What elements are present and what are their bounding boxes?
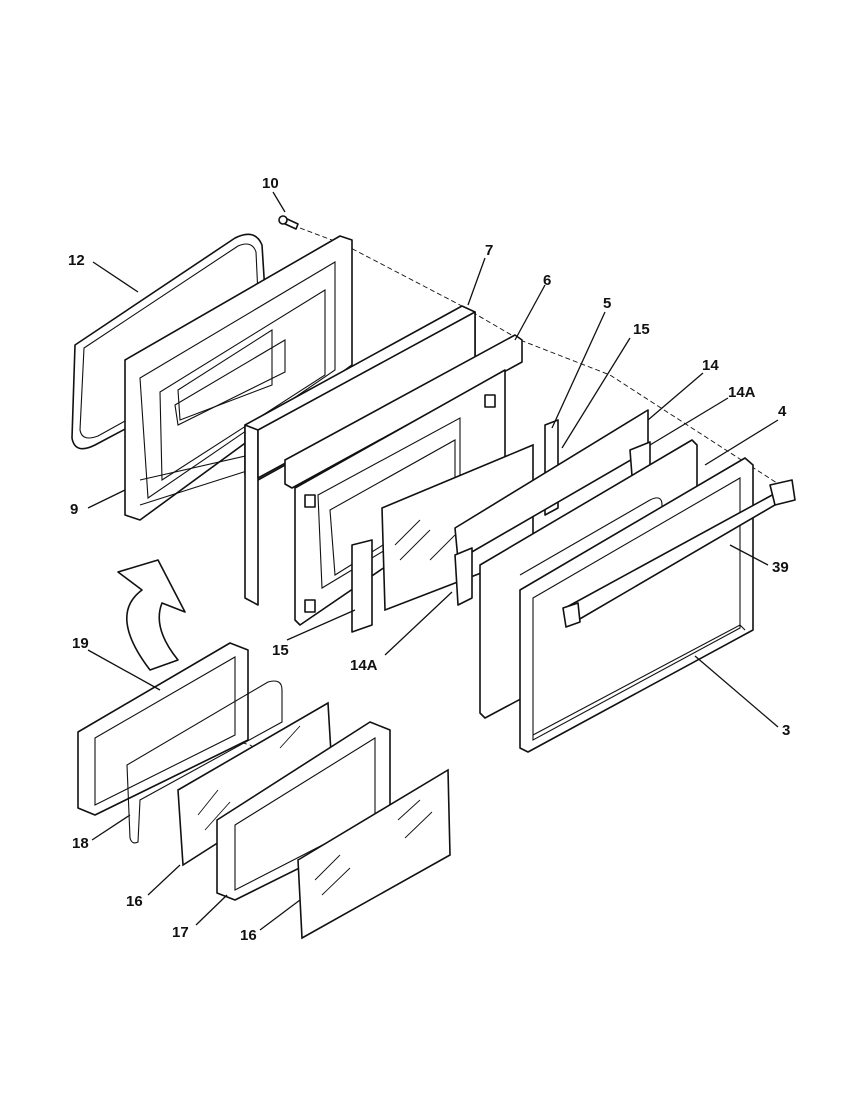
handle-part-39 — [562, 479, 796, 628]
callout-3: 3 — [782, 722, 790, 739]
callout-15-bottom: 15 — [272, 642, 289, 659]
callout-14a-bottom: 14A — [350, 657, 378, 674]
glass-part-16b — [297, 768, 451, 940]
callout-5: 5 — [603, 295, 611, 312]
door-liner-part-9 — [124, 235, 353, 521]
callout-14: 14 — [702, 357, 719, 374]
callout-17: 17 — [172, 924, 189, 941]
callout-12: 12 — [68, 252, 85, 269]
callout-10: 10 — [262, 175, 279, 192]
callout-16-right: 16 — [240, 927, 257, 944]
callout-labels: 10 12 9 7 6 5 15 14 14A 4 39 3 15 14A 19… — [68, 175, 790, 944]
door-frame-part-3 — [519, 457, 754, 753]
callout-39: 39 — [772, 559, 789, 576]
callout-9: 9 — [70, 501, 78, 518]
callout-16-left: 16 — [126, 893, 143, 910]
screw-part-10 — [278, 215, 299, 230]
callout-14a-top: 14A — [728, 384, 756, 401]
curved-arrow-icon — [117, 559, 186, 671]
callout-19: 19 — [72, 635, 89, 652]
callout-15-top: 15 — [633, 321, 650, 338]
frame-part-19 — [77, 642, 249, 816]
leader-lines — [87, 191, 779, 931]
insulation-part-14 — [454, 409, 651, 606]
callout-18: 18 — [72, 835, 89, 852]
gasket-part-18 — [126, 680, 283, 844]
callout-4: 4 — [778, 403, 787, 420]
callout-7: 7 — [485, 242, 493, 259]
callout-6: 6 — [543, 272, 551, 289]
